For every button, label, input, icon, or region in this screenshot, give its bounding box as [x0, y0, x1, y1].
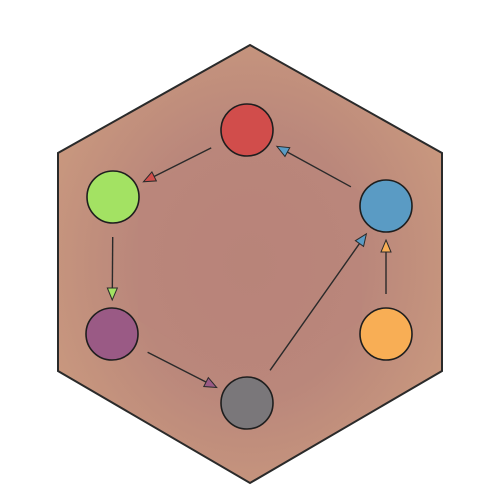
purple-circle-token[interactable]: [85, 307, 139, 361]
arrow-green-to-purple: [106, 236, 119, 302]
hexagon-board: [57, 43, 443, 485]
arrow-blue-to-red: [275, 145, 352, 188]
arrow-head-icon: [202, 376, 218, 389]
arrow-head-icon: [275, 145, 291, 158]
gray-circle-token[interactable]: [220, 376, 274, 430]
green-circle-token[interactable]: [86, 170, 140, 224]
arrow-purple-to-gray: [147, 351, 218, 389]
arrow-shaft: [269, 239, 363, 371]
arrow-shaft: [283, 149, 352, 188]
arrow-red-to-green: [142, 147, 212, 183]
arrow-orange-to-blue: [380, 238, 392, 294]
arrow-gray-to-blue: [269, 232, 368, 371]
orange-circle-token[interactable]: [359, 307, 413, 361]
arrow-head-icon: [142, 171, 158, 183]
arrow-head-icon: [106, 287, 119, 302]
arrow-head-icon: [354, 232, 368, 248]
arrow-head-icon: [380, 238, 392, 253]
hexagon-inner-shade: [138, 130, 362, 385]
red-circle-token[interactable]: [220, 103, 274, 157]
arrow-shaft: [147, 351, 210, 385]
blue-circle-token[interactable]: [359, 179, 413, 233]
arrow-shaft: [150, 147, 212, 179]
arrows-layer: [106, 145, 392, 389]
tokens-layer: [85, 103, 413, 430]
